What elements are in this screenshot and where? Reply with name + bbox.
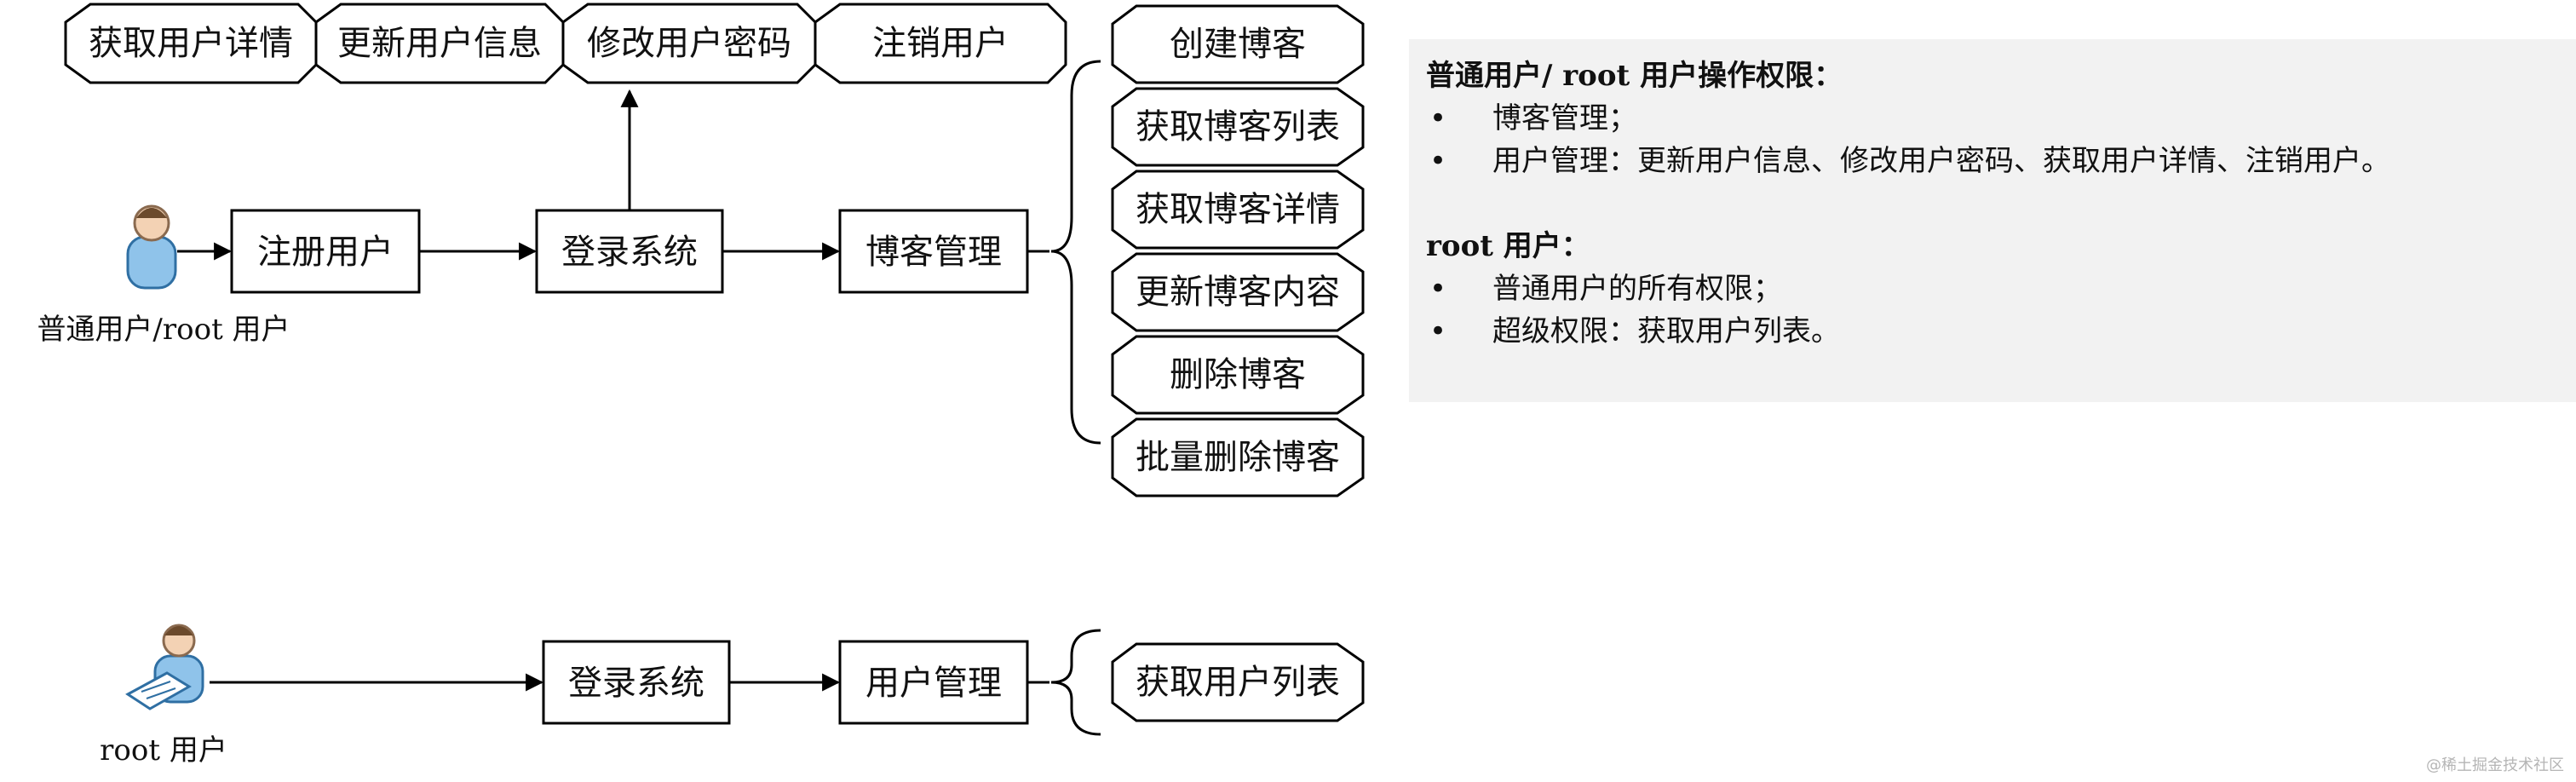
notes-section1-title: 普通用户/ root 用户操作权限： xyxy=(1426,59,1843,93)
svg-text:博客管理: 博客管理 xyxy=(865,233,1002,272)
svg-text:注销用户: 注销用户 xyxy=(872,24,1009,63)
notes-section2-list: 普通用户的所有权限； 超级权限：获取用户列表。 xyxy=(1426,267,2559,353)
user-op-get-details: 获取用户详情 xyxy=(64,3,318,84)
register-user-box: 注册用户 xyxy=(230,209,421,294)
watermark: @稀土掘金技术社区 xyxy=(2426,756,2564,774)
user-op-deregister: 注销用户 xyxy=(814,3,1067,84)
svg-text:删除博客: 删除博客 xyxy=(1170,355,1306,394)
actor-normal-user-label: 普通用户/root 用户 xyxy=(37,313,290,347)
user-icon xyxy=(126,204,177,290)
user-management-box: 用户管理 xyxy=(838,640,1029,725)
notes-section1-list: 博客管理； 用户管理：更新用户信息、修改用户密码、获取用户详情、注销用户。 xyxy=(1426,97,2559,182)
root-login-box: 登录系统 xyxy=(542,640,731,725)
blog-op-details: 获取博客详情 xyxy=(1111,170,1365,250)
blog-management-box: 博客管理 xyxy=(838,209,1029,294)
permissions-notes-panel: 普通用户/ root 用户操作权限： 博客管理； 用户管理：更新用户信息、修改用… xyxy=(1409,39,2576,402)
notes-section2-title: root 用户： xyxy=(1426,229,1590,263)
svg-text:更新博客内容: 更新博客内容 xyxy=(1136,273,1340,312)
svg-text:修改用户密码: 修改用户密码 xyxy=(587,24,791,63)
root-user-icon xyxy=(125,624,204,710)
actor-root-user-label: root 用户 xyxy=(100,733,227,768)
svg-text:批量删除博客: 批量删除博客 xyxy=(1136,438,1340,477)
user-op-update-info: 更新用户信息 xyxy=(314,3,565,84)
svg-text:获取用户详情: 获取用户详情 xyxy=(89,24,293,63)
blog-op-delete: 删除博客 xyxy=(1111,335,1365,415)
svg-text:登录系统: 登录系统 xyxy=(568,664,704,703)
notes-section2-item: 超级权限：获取用户列表。 xyxy=(1426,310,2559,353)
blog-op-batch-delete: 批量删除博客 xyxy=(1111,417,1365,497)
svg-text:创建博客: 创建博客 xyxy=(1170,25,1306,64)
svg-text:获取博客详情: 获取博客详情 xyxy=(1136,190,1340,229)
svg-text:用户管理: 用户管理 xyxy=(865,664,1002,703)
svg-text:登录系统: 登录系统 xyxy=(561,233,698,272)
svg-text:注册用户: 注册用户 xyxy=(257,233,394,272)
svg-text:更新用户信息: 更新用户信息 xyxy=(337,24,542,63)
user-op-change-password: 修改用户密码 xyxy=(561,3,817,84)
blog-op-create: 创建博客 xyxy=(1111,4,1365,84)
user-op-list-users: 获取用户列表 xyxy=(1111,642,1365,722)
notes-section1-item: 博客管理； xyxy=(1426,97,2559,140)
svg-text:获取用户列表: 获取用户列表 xyxy=(1136,663,1340,702)
svg-text:获取博客列表: 获取博客列表 xyxy=(1136,107,1340,147)
blog-op-list: 获取博客列表 xyxy=(1111,87,1365,167)
blog-ops-brace xyxy=(1050,60,1101,445)
notes-section1-item: 用户管理：更新用户信息、修改用户密码、获取用户详情、注销用户。 xyxy=(1426,140,2559,182)
notes-section2-item: 普通用户的所有权限； xyxy=(1426,267,2559,310)
user-mgmt-brace xyxy=(1050,629,1101,736)
login-box: 登录系统 xyxy=(535,209,724,294)
blog-op-update: 更新博客内容 xyxy=(1111,252,1365,332)
